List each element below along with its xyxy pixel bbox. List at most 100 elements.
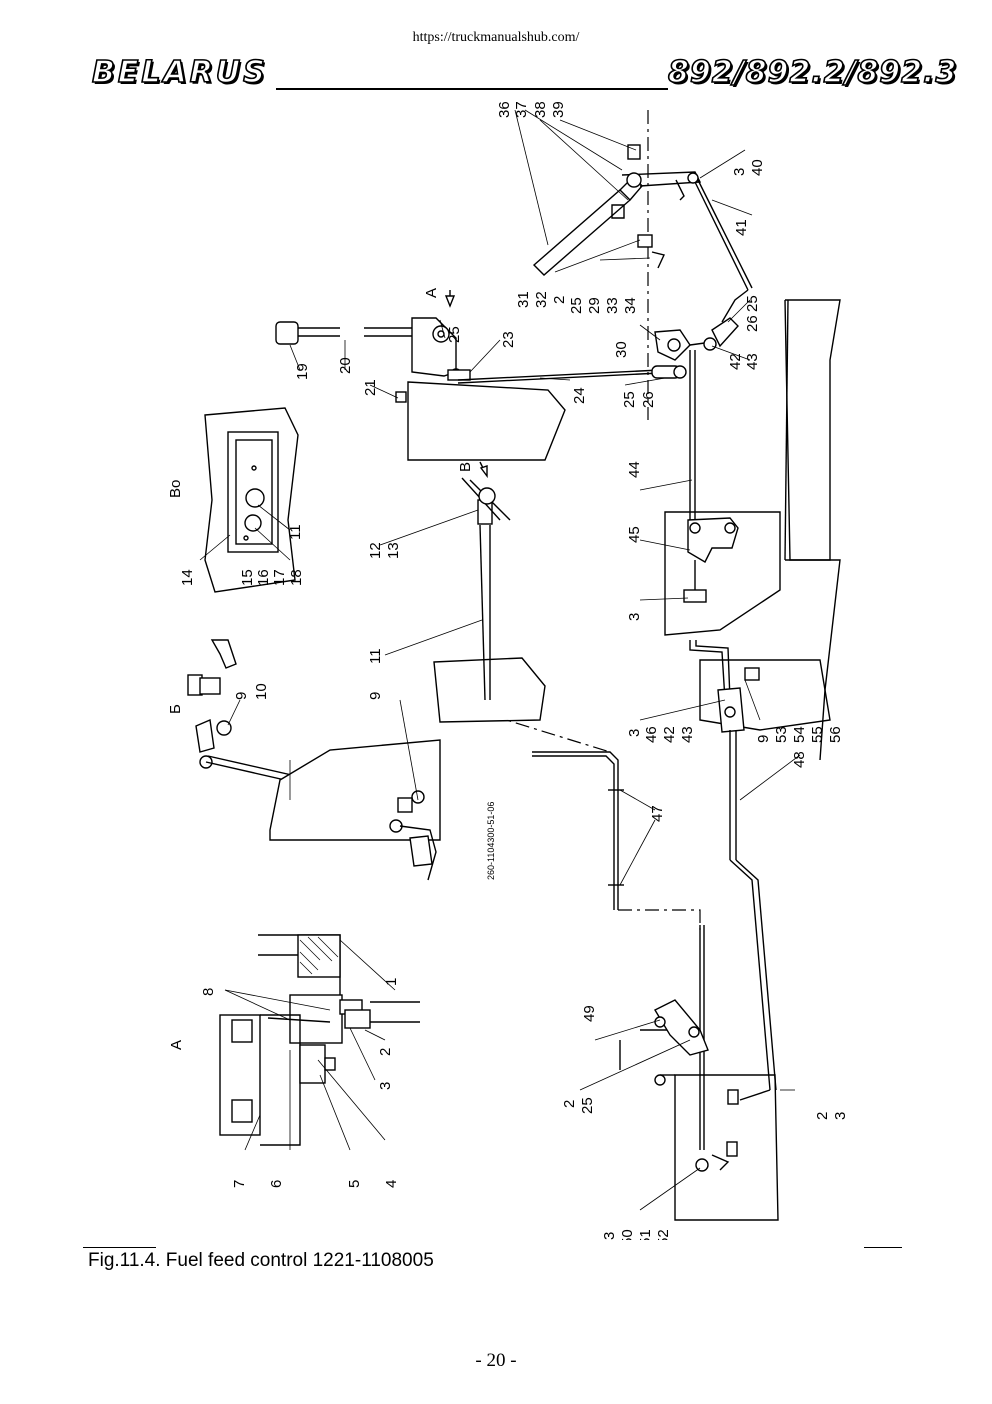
callout-3-lower: 3: [626, 729, 643, 737]
callout-34: 34: [622, 297, 639, 314]
callout-42-lower: 42: [661, 726, 678, 743]
callout-52: 52: [655, 1229, 672, 1240]
view-label-a-top: А: [423, 288, 440, 298]
callout-25-lower: 25: [621, 391, 638, 408]
view-label-v-letter: В: [167, 488, 184, 498]
callout-2-right: 2: [814, 1112, 831, 1120]
callout-48: 48: [791, 751, 808, 768]
bracket-assembly: [699, 659, 831, 1101]
callout-39: 39: [550, 101, 567, 118]
callout-6: 6: [268, 1180, 285, 1188]
callout-49: 49: [581, 1005, 598, 1022]
callout-14: 14: [179, 569, 196, 586]
view-v-detail: [204, 407, 299, 593]
callout-2-lower: 2: [561, 1100, 578, 1108]
callout-21: 21: [362, 379, 379, 396]
callout-42-right: 42: [727, 353, 744, 370]
part-number-note: 260-1104300-51-06: [486, 802, 496, 880]
view-arrows: [444, 290, 488, 479]
callout-25-lower2: 25: [579, 1097, 596, 1114]
callout-45: 45: [626, 526, 643, 543]
callout-12: 12: [367, 542, 384, 559]
callout-55: 55: [809, 726, 826, 743]
callout-19: 19: [294, 363, 311, 380]
callout-2-top: 2: [551, 296, 568, 304]
callout-25-right: 25: [744, 295, 761, 312]
callout-43-lower: 43: [679, 726, 696, 743]
page-number: - 20 -: [475, 1350, 517, 1371]
callout-3-bottom: 3: [601, 1232, 618, 1240]
view-label-a: А: [168, 1040, 185, 1050]
callout-3-a: 3: [377, 1082, 394, 1090]
callout-32: 32: [533, 291, 550, 308]
caption-rule-right: [864, 1247, 902, 1248]
view-label-b: Б: [167, 704, 184, 714]
callout-5: 5: [346, 1180, 363, 1188]
callout-15: 15: [239, 569, 256, 586]
callout-7: 7: [231, 1180, 248, 1188]
callout-29: 29: [586, 297, 603, 314]
lever-49: [619, 999, 709, 1086]
callout-37: 37: [513, 101, 530, 118]
view-b-detail: [187, 639, 441, 881]
figure-caption: Fig.11.4. Fuel feed control 1221-1108005: [88, 1250, 434, 1271]
callout-1: 1: [383, 978, 400, 986]
callout-8: 8: [200, 988, 217, 996]
callout-33: 33: [604, 297, 621, 314]
header-rule: [276, 88, 668, 90]
pedal-assembly: [532, 110, 753, 420]
callout-36: 36: [496, 101, 513, 118]
leader-lines: [199, 109, 801, 1211]
callout-16: 16: [255, 569, 272, 586]
callout-2-a: 2: [377, 1048, 394, 1056]
rod-47: [489, 714, 701, 930]
caption-rule-left: [83, 1247, 156, 1248]
callout-4: 4: [383, 1180, 400, 1188]
callout-11-view: 11: [287, 524, 304, 540]
callout-44: 44: [626, 461, 643, 478]
right-linkage: [654, 299, 841, 761]
callout-31: 31: [515, 291, 532, 308]
callout-9-b: 9: [233, 692, 250, 700]
callout-26-lower: 26: [640, 391, 657, 408]
callout-10: 10: [253, 683, 270, 700]
callout-3-mid: 3: [626, 613, 643, 621]
callout-51: 51: [637, 1229, 654, 1240]
callout-54: 54: [791, 726, 808, 743]
callout-26-right: 26: [744, 315, 761, 332]
hand-lever-assembly: [275, 317, 687, 461]
callout-17: 17: [271, 569, 288, 586]
source-url[interactable]: https://truckmanualshub.com/: [412, 30, 580, 45]
callout-25-top: 25: [568, 297, 585, 314]
callout-20: 20: [337, 357, 354, 374]
fuel-feed-control-diagram: 36 37 38 39 3 40 41 31 32 2 25 29 33 34 …: [167, 101, 849, 1240]
callout-56: 56: [827, 726, 844, 743]
view-a-detail: [219, 934, 420, 1146]
callout-9-mid: 9: [367, 692, 384, 700]
callout-30: 30: [613, 341, 630, 358]
callout-46: 46: [643, 726, 660, 743]
callout-3-top: 3: [731, 168, 748, 176]
callout-24: 24: [571, 387, 588, 404]
callout-9-right: 9: [755, 735, 772, 743]
callout-3-right: 3: [832, 1112, 849, 1120]
callout-41: 41: [733, 219, 750, 236]
callout-47: 47: [649, 805, 666, 822]
callout-25-mid: 25: [446, 326, 463, 343]
callout-18: 18: [288, 569, 305, 586]
callout-40: 40: [749, 159, 766, 176]
callout-43-right: 43: [744, 353, 761, 370]
model-numbers: 892/892.2/892.3: [667, 54, 958, 91]
callout-13: 13: [385, 542, 402, 559]
callout-38: 38: [532, 101, 549, 118]
callout-11-mid: 11: [367, 648, 384, 664]
rod-11-with-handle: [433, 477, 546, 723]
brand-logo: BELARUS: [91, 54, 268, 91]
callout-50: 50: [619, 1229, 636, 1240]
callouts: 36 37 38 39 3 40 41 31 32 2 25 29 33 34 …: [167, 101, 849, 1240]
view-label-v-arrow: В: [457, 462, 474, 472]
view-label-v: Во: [167, 480, 184, 498]
callout-23: 23: [500, 331, 517, 348]
callout-53: 53: [773, 726, 790, 743]
view-label-v-suffix: о: [167, 480, 184, 488]
